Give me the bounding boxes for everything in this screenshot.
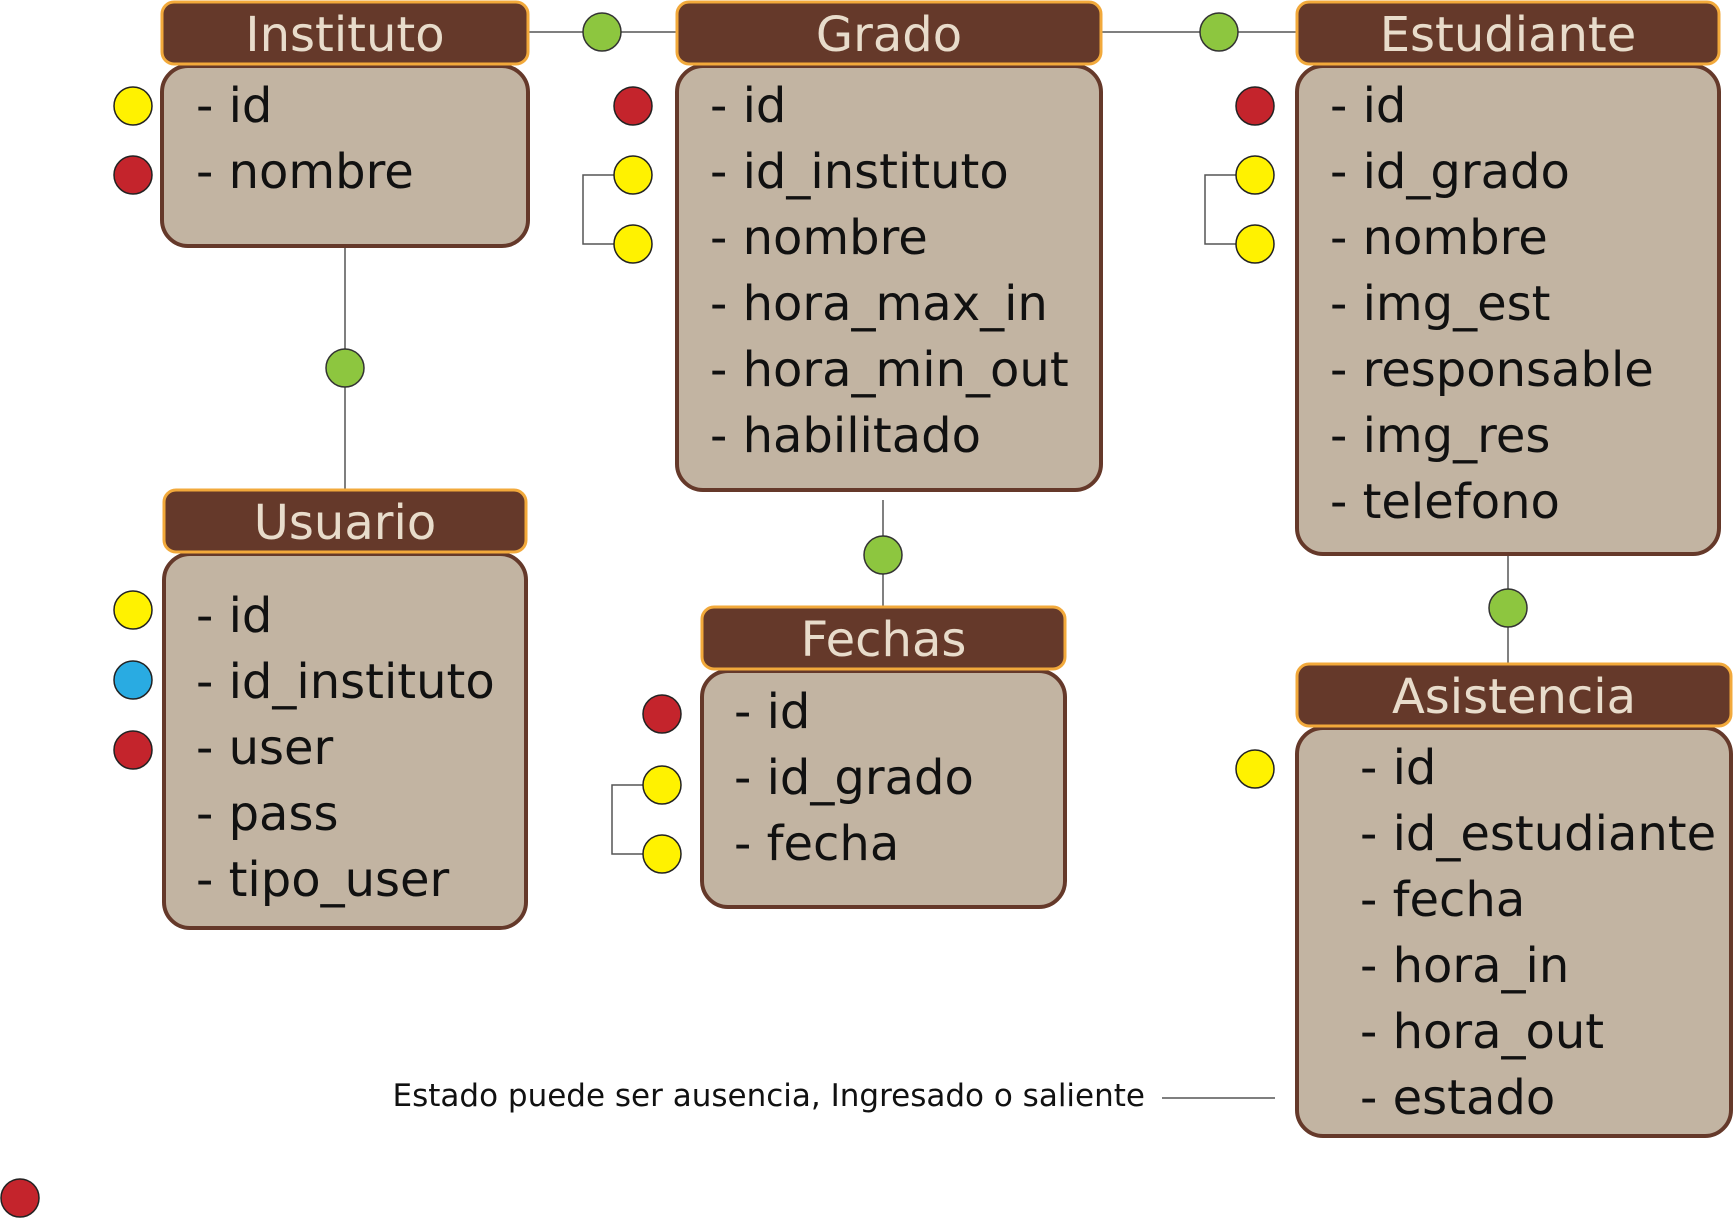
entity-asistencia-field: - hora_out xyxy=(1360,1004,1604,1060)
relation-dot-instituto-usuario xyxy=(325,348,365,388)
entity-fechas: Fechas - id - id_grado - fecha xyxy=(700,605,1067,909)
key-marker-yellow-dot xyxy=(1235,749,1275,789)
entity-grado: Grado - id - id_instituto - nombre - hora_ma… xyxy=(675,0,1103,492)
estado-note: Estado puede ser ausencia, Ingresado o s… xyxy=(393,1078,1145,1114)
entity-grado-title: Grado xyxy=(816,7,962,63)
entity-usuario-title: Usuario xyxy=(254,495,436,551)
entity-estudiante-field: - id_grado xyxy=(1330,144,1570,200)
entity-grado-marker-bracket xyxy=(582,174,614,245)
markers xyxy=(0,86,1275,1218)
entity-grado-field: - hora_max_in xyxy=(710,276,1048,332)
key-marker-yellow-dot xyxy=(613,155,653,195)
entity-grado-field: - hora_min_out xyxy=(710,342,1069,398)
entity-usuario-field: - tipo_user xyxy=(196,852,450,908)
entity-grado-header xyxy=(675,0,1103,66)
entity-usuario: Usuario - id - id_instituto - user - pass - t… xyxy=(162,488,528,930)
key-marker-yellow-dot xyxy=(1235,224,1275,264)
entity-estudiante: Estudiante - id - id_grado - nombre - img_es… xyxy=(1295,0,1721,556)
entity-estudiante-marker-bracket xyxy=(1204,174,1236,245)
key-marker-yellow-dot xyxy=(613,224,653,264)
entity-grado-field: - habilitado xyxy=(710,408,981,464)
entity-asistencia-field: - hora_in xyxy=(1360,938,1569,994)
key-marker-red-dot xyxy=(613,86,653,126)
entity-fechas-body xyxy=(700,669,1067,909)
key-marker-red-dot xyxy=(113,155,153,195)
relation-dot-estudiante-asistencia xyxy=(1488,588,1528,628)
entity-fechas-title: Fechas xyxy=(801,612,967,668)
entity-estudiante-field: - img_est xyxy=(1330,276,1551,332)
relation-lines xyxy=(325,12,1528,664)
entity-estudiante-field: - nombre xyxy=(1330,210,1548,266)
entity-usuario-field: - pass xyxy=(196,786,338,842)
key-marker-red-dot xyxy=(113,730,153,770)
entity-asistencia-header xyxy=(1295,662,1733,728)
entity-instituto-field: - nombre xyxy=(196,144,414,200)
entity-instituto-title: Instituto xyxy=(245,7,444,63)
legend-marker-dot xyxy=(0,1178,40,1218)
key-marker-blue-dot xyxy=(113,660,153,700)
entity-estudiante-field: - telefono xyxy=(1330,474,1560,530)
entity-instituto-header xyxy=(160,0,530,66)
entity-instituto-body xyxy=(160,64,530,248)
entity-usuario-field: - id xyxy=(196,588,272,644)
entity-usuario-header xyxy=(162,488,528,554)
entity-grado-field: - nombre xyxy=(710,210,928,266)
entity-instituto-field: - id xyxy=(196,78,272,134)
entity-asistencia: Asistencia - id - id_estudiante - fecha - ho… xyxy=(1295,662,1733,1138)
entity-fechas-field: - id_grado xyxy=(734,750,974,806)
entity-asistencia-field: - fecha xyxy=(1360,872,1525,928)
entity-grado-field: - id xyxy=(710,78,786,134)
key-marker-yellow-dot xyxy=(642,765,682,805)
entity-estudiante-field: - responsable xyxy=(1330,342,1654,398)
entity-usuario-body xyxy=(162,552,528,930)
note: Estado puede ser ausencia, Ingresado o s… xyxy=(393,1078,1275,1114)
entity-asistencia-title: Asistencia xyxy=(1392,669,1636,725)
entity-estudiante-field: - id xyxy=(1330,78,1406,134)
entity-grado-body xyxy=(675,64,1103,492)
entity-fechas-marker-bracket xyxy=(611,784,643,855)
entity-estudiante-field: - img_res xyxy=(1330,408,1550,464)
key-marker-yellow-dot xyxy=(113,590,153,630)
entity-instituto: Instituto - id - nombre xyxy=(160,0,530,248)
entity-fechas-field: - fecha xyxy=(734,816,899,872)
entity-usuario-field: - id_instituto xyxy=(196,654,495,710)
entities: Instituto - id - nombre Grado - id - id_insti… xyxy=(160,0,1733,1138)
entity-grado-field: - id_instituto xyxy=(710,144,1009,200)
entity-fechas-header xyxy=(700,605,1067,671)
entity-asistencia-field: - id xyxy=(1360,740,1436,796)
entity-asistencia-field: - id_estudiante xyxy=(1360,806,1716,862)
entity-estudiante-body xyxy=(1295,64,1721,556)
relation-dot-instituto-grado xyxy=(582,12,622,52)
key-marker-yellow-dot xyxy=(1235,155,1275,195)
key-marker-yellow-dot xyxy=(113,86,153,126)
relation-dot-grado-estudiante xyxy=(1199,12,1239,52)
relation-dot-grado-fechas xyxy=(863,535,903,575)
entity-estudiante-title: Estudiante xyxy=(1380,7,1637,63)
entity-asistencia-body xyxy=(1295,726,1733,1138)
entity-fechas-field: - id xyxy=(734,684,810,740)
entity-usuario-field: - user xyxy=(196,720,334,776)
key-marker-yellow-dot xyxy=(642,834,682,874)
key-marker-red-dot xyxy=(1235,86,1275,126)
entity-asistencia-field: - estado xyxy=(1360,1070,1555,1126)
key-marker-red-dot xyxy=(642,694,682,734)
entity-estudiante-header xyxy=(1295,0,1721,66)
